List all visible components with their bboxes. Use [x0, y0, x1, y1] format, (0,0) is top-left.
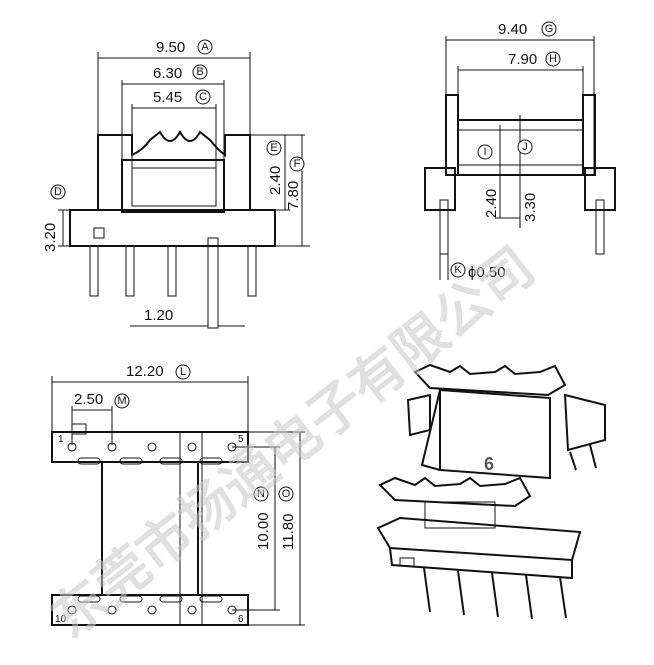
pin-label-1: 1	[58, 434, 64, 445]
dim-i-ref: I	[483, 146, 486, 158]
pin-label-6: 6	[238, 614, 244, 625]
pin-label-5: 5	[238, 434, 244, 445]
dim-n-value: 10.00	[255, 512, 272, 550]
dim-c-value: 5.45	[153, 89, 182, 106]
dim-f-ref: F	[294, 158, 301, 170]
dim-pin-width-value: 1.20	[144, 307, 173, 324]
dim-d-value: 3.20	[42, 223, 59, 252]
dim-m-ref: M	[117, 395, 126, 407]
dim-k-ref: K	[454, 264, 462, 276]
dim-h-value: 7.90	[508, 51, 537, 68]
dim-j-value: 3.30	[522, 193, 539, 222]
bottom-view: 12.20 L 2.50 M 1	[51, 363, 305, 626]
side-view: 9.40 G 7.90 H 2.40 I 3.30 J K ϕ0.50	[424, 21, 616, 281]
dim-l-value: 12.20	[126, 363, 164, 380]
dim-o-value: 11.80	[280, 514, 297, 550]
dim-h-ref: H	[549, 53, 557, 65]
dim-e-ref: E	[270, 142, 277, 154]
dim-i-value: 2.40	[483, 189, 500, 218]
dim-d-ref: D	[54, 186, 62, 198]
dim-f-value: 7.80	[285, 181, 302, 210]
dim-g-value: 9.40	[498, 21, 527, 38]
dim-a-value: 9.50	[156, 39, 185, 56]
dim-o-ref: O	[282, 488, 291, 500]
front-view: 9.50 A 6.30 B 5.45 C 2.40 E 7.80 F 3.20 …	[42, 39, 310, 329]
dim-b-ref: B	[196, 66, 203, 78]
pin-label-10: 10	[55, 614, 67, 625]
dim-k-value: ϕ0.50	[468, 264, 506, 281]
dim-n-ref: N	[257, 488, 265, 500]
isometric-view: 6	[376, 363, 606, 620]
dim-m-value: 2.50	[74, 391, 103, 408]
dim-e-value: 2.40	[267, 166, 284, 195]
company-watermark: 东莞市扬通电子有限公司	[39, 235, 546, 650]
dim-l-ref: L	[180, 366, 186, 378]
dim-c-ref: C	[199, 91, 207, 103]
dim-a-ref: A	[201, 41, 209, 53]
iso-pin-label: 6	[484, 454, 494, 474]
dim-j-ref: J	[522, 141, 528, 153]
dim-b-value: 6.30	[153, 65, 182, 82]
dim-g-ref: G	[545, 23, 554, 35]
